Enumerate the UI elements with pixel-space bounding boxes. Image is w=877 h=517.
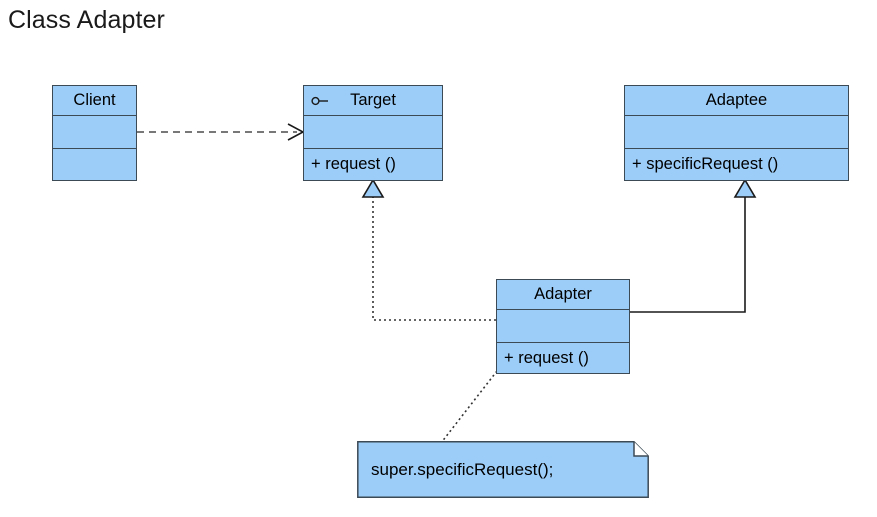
class-name-row-adaptee: Adaptee [625,86,848,116]
class-name-row-adapter: Adapter [497,280,629,310]
class-operations-target: + request () [304,149,442,180]
uml-class-adaptee[interactable]: Adaptee + specificRequest () [624,85,849,181]
class-attributes-client [53,116,136,149]
uml-class-client[interactable]: Client [52,85,137,181]
uml-class-target[interactable]: Target + request () [303,85,443,181]
relationship-adapter-to-adaptee [630,178,757,313]
class-name-client: Client [73,91,116,109]
class-attributes-adaptee [625,116,848,149]
note-text: super.specificRequest(); [371,459,554,479]
relationship-note-to-adapter [440,370,498,444]
class-name-row-target: Target [304,86,442,116]
operation-adaptee-specific-request: + specificRequest () [632,155,779,173]
interface-lollipop-icon [311,96,328,105]
relationship-adapter-to-target [361,178,496,321]
uml-class-adapter[interactable]: Adapter + request () [496,279,630,374]
class-name-row-client: Client [53,86,136,116]
page-title: Class Adapter [8,6,165,34]
class-operations-adapter: + request () [497,343,629,373]
relationship-client-to-target [137,123,305,141]
operation-adapter-request: + request () [504,348,589,367]
class-name-adapter: Adapter [534,285,592,303]
class-attributes-target [304,116,442,149]
uml-note-super-call[interactable]: super.specificRequest(); [357,441,649,498]
class-name-target: Target [350,91,396,109]
class-name-adaptee: Adaptee [705,91,768,109]
operation-target-request: + request () [311,155,396,173]
class-operations-client [53,149,136,180]
note-shape [357,441,649,498]
class-attributes-adapter [497,310,629,343]
class-operations-adaptee: + specificRequest () [625,149,848,180]
